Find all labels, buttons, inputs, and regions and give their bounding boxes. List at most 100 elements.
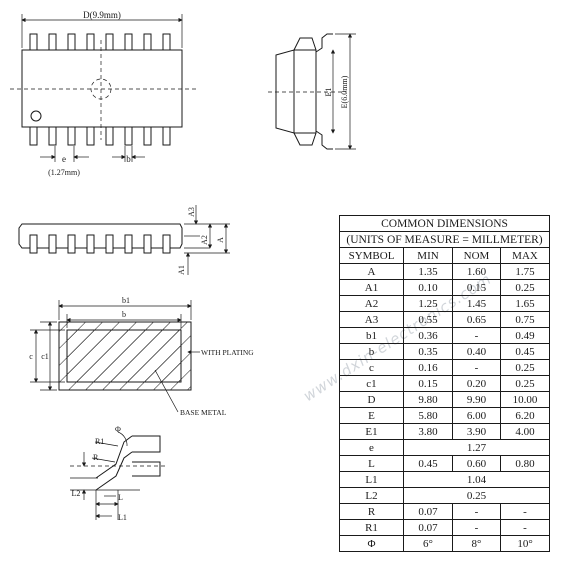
table-title: COMMON DIMENSIONS <box>338 215 551 232</box>
cell-min: 6° <box>403 535 453 552</box>
cell-nom: 0.65 <box>452 311 501 328</box>
cell-max: 6.20 <box>499 407 551 424</box>
cell-max: 0.25 <box>499 359 551 376</box>
cell-nom: 1.45 <box>452 295 501 312</box>
dim-e-total-label: E(6.0mm) <box>340 75 349 108</box>
cell-max: 0.45 <box>499 343 551 360</box>
top-pins <box>29 33 171 146</box>
cell-min: 9.80 <box>403 391 453 408</box>
table-subtitle: (UNITS OF MEASURE = MILLMETER) <box>338 231 551 248</box>
cell-min: 0.07 <box>403 519 453 536</box>
front-pins <box>29 234 171 254</box>
cell-max: - <box>499 519 551 536</box>
dim-phi-label: Φ <box>115 425 121 434</box>
cell-nom: 0.40 <box>452 343 501 360</box>
common-dimensions-table: COMMON DIMENSIONS (UNITS OF MEASURE = MI… <box>338 215 551 552</box>
header-nom: NOM <box>452 247 501 264</box>
cell-symbol: c1 <box>339 375 404 392</box>
cell-nom: 3.90 <box>452 423 501 440</box>
dim-a-label: A <box>216 237 225 243</box>
dim-r-label: R <box>93 453 99 462</box>
dim-d-label: D(9.9mm) <box>83 10 121 20</box>
section-view: b1 b c c1 WITH PLATING BASE METAL <box>29 296 254 417</box>
cell-nom: 1.60 <box>452 263 501 280</box>
dim-e-value: (1.27mm) <box>48 168 80 177</box>
cell-symbol: c <box>339 359 404 376</box>
cell-symbol: b <box>339 343 404 360</box>
cell-symbol: R <box>339 503 404 520</box>
cell-min: 1.25 <box>403 295 453 312</box>
header-max: MAX <box>499 247 551 264</box>
cell-symbol: L2 <box>339 487 404 504</box>
cell-symbol: R1 <box>339 519 404 536</box>
cell-min: 0.10 <box>403 279 453 296</box>
cell-max: 0.80 <box>499 455 551 472</box>
cell-min: 0.15 <box>403 375 453 392</box>
cell-value: 1.04 <box>402 471 551 488</box>
cell-symbol: A <box>339 263 404 280</box>
front-view: A3 A2 A A1 <box>18 205 230 275</box>
cell-max: 4.00 <box>499 423 551 440</box>
dim-a1-label: A1 <box>177 265 186 275</box>
cell-min: 5.80 <box>403 407 453 424</box>
cell-symbol: b1 <box>339 327 404 344</box>
cell-symbol: L1 <box>339 471 404 488</box>
top-view: D(9.9mm) e (1.27mm) b <box>10 10 196 177</box>
cell-min: 0.36 <box>403 327 453 344</box>
header-min: MIN <box>403 247 453 264</box>
cell-nom: - <box>452 503 501 520</box>
cell-nom: - <box>452 519 501 536</box>
table-title-row: COMMON DIMENSIONS <box>338 215 551 232</box>
cell-nom: 0.60 <box>452 455 501 472</box>
cell-min: 0.45 <box>403 455 453 472</box>
cell-min: 3.80 <box>403 423 453 440</box>
dim-e-label: e <box>62 154 66 164</box>
dim-l2-label: L2 <box>72 489 81 498</box>
cell-min: 1.35 <box>403 263 453 280</box>
side-view: E1 E(6.0mm) <box>268 33 356 150</box>
cell-min: 0.07 <box>403 503 453 520</box>
cell-symbol: L <box>339 455 404 472</box>
dim-b1-label: b1 <box>122 296 130 305</box>
cell-min: 0.16 <box>403 359 453 376</box>
cell-max: 0.25 <box>499 279 551 296</box>
table-header-row: SYMBOL MIN NOM MAX <box>339 247 551 264</box>
cell-nom: - <box>452 327 501 344</box>
dim-c-label: c <box>29 352 33 361</box>
dim-a2-label: A2 <box>200 235 209 245</box>
cell-max: 1.65 <box>499 295 551 312</box>
dim-b-section-label: b <box>122 310 126 319</box>
cell-nom: 0.15 <box>452 279 501 296</box>
cell-symbol: E1 <box>339 423 404 440</box>
plating-label: WITH PLATING <box>201 348 254 357</box>
cell-symbol: Φ <box>339 535 404 552</box>
cell-max: - <box>499 503 551 520</box>
cell-nom: 6.00 <box>452 407 501 424</box>
dim-l-label: L <box>118 493 123 502</box>
lead-detail: R1 R Φ L2 L L1 <box>70 425 165 522</box>
cell-symbol: A1 <box>339 279 404 296</box>
cell-value: 0.25 <box>402 487 551 504</box>
cell-max: 1.75 <box>499 263 551 280</box>
header-symbol: SYMBOL <box>339 247 404 264</box>
cell-max: 0.25 <box>499 375 551 392</box>
dim-e1-label: E1 <box>324 88 333 97</box>
cell-max: 0.49 <box>499 327 551 344</box>
cell-nom: 0.20 <box>452 375 501 392</box>
dim-l1-label: L1 <box>118 513 127 522</box>
cell-max: 10° <box>499 535 551 552</box>
cell-symbol: A2 <box>339 295 404 312</box>
